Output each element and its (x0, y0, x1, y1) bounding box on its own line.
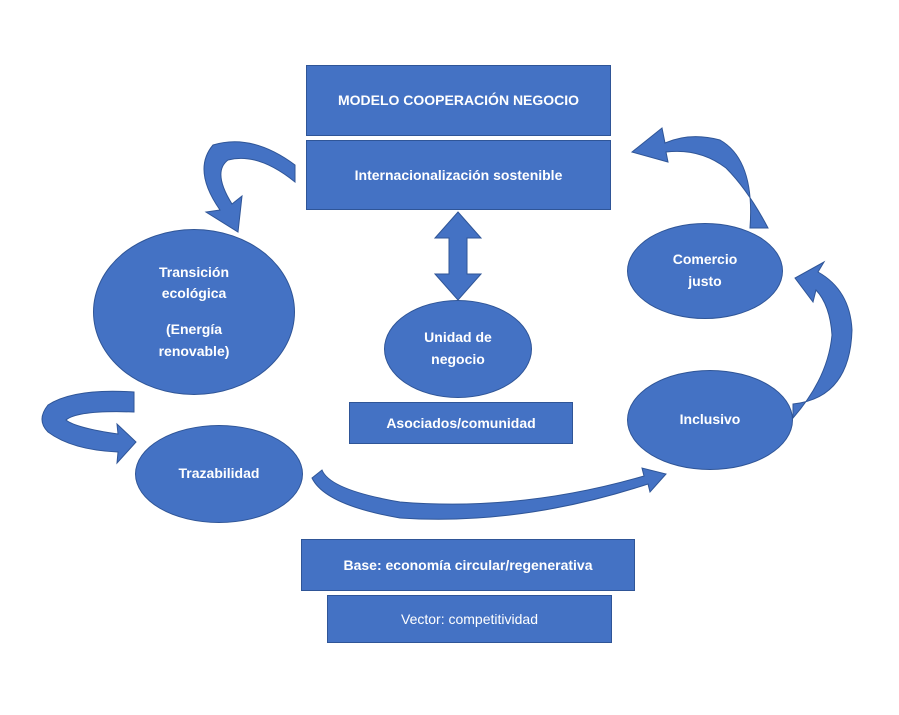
vector-label: Vector: competitividad (401, 610, 538, 627)
transicion-line3: (Energía (165, 321, 222, 337)
curved-arrow-comercio-to-header (630, 127, 769, 229)
transicion-line1: Transición (158, 263, 230, 280)
curved-arrow-header-to-transicion (203, 141, 296, 233)
unidad-line2: negocio (431, 351, 485, 367)
vector-box: Vector: competitividad (327, 595, 612, 643)
asociados-box: Asociados/comunidad (349, 402, 573, 444)
internacionalizacion-box: Internacionalización sostenible (306, 140, 611, 210)
comercio-justo-node: Comercio justo (627, 223, 783, 319)
comercio-line1: Comercio (672, 251, 738, 268)
curved-arrow-inclusivo-to-comercio (792, 260, 853, 420)
comercio-line2: justo (688, 273, 722, 289)
curved-arrow-transicion-to-trazabilidad (41, 390, 137, 465)
base-label: Base: economía circular/regenerativa (343, 556, 593, 573)
base-box: Base: economía circular/regenerativa (301, 539, 635, 591)
transicion-line4: renovable) (158, 342, 230, 359)
curved-arrow-trazabilidad-to-inclusivo (311, 467, 667, 520)
transicion-line2: ecológica (161, 285, 227, 302)
inclusivo-node: Inclusivo (627, 370, 793, 470)
double-arrow-center (433, 211, 483, 301)
unidad-line1: Unidad de (424, 329, 492, 346)
inclusivo-label: Inclusivo (679, 411, 741, 428)
unidad-negocio-node: Unidad de negocio (384, 300, 532, 398)
trazabilidad-label: Trazabilidad (178, 465, 260, 482)
model-title: MODELO COOPERACIÓN NEGOCIO (337, 92, 580, 109)
trazabilidad-node: Trazabilidad (135, 425, 303, 523)
transicion-ecologica-node: Transición ecológica (Energía renovable) (93, 229, 295, 395)
model-title-box: MODELO COOPERACIÓN NEGOCIO (306, 65, 611, 136)
asociados-label: Asociados/comunidad (386, 414, 536, 431)
internacionalizacion-label: Internacionalización sostenible (354, 166, 563, 183)
